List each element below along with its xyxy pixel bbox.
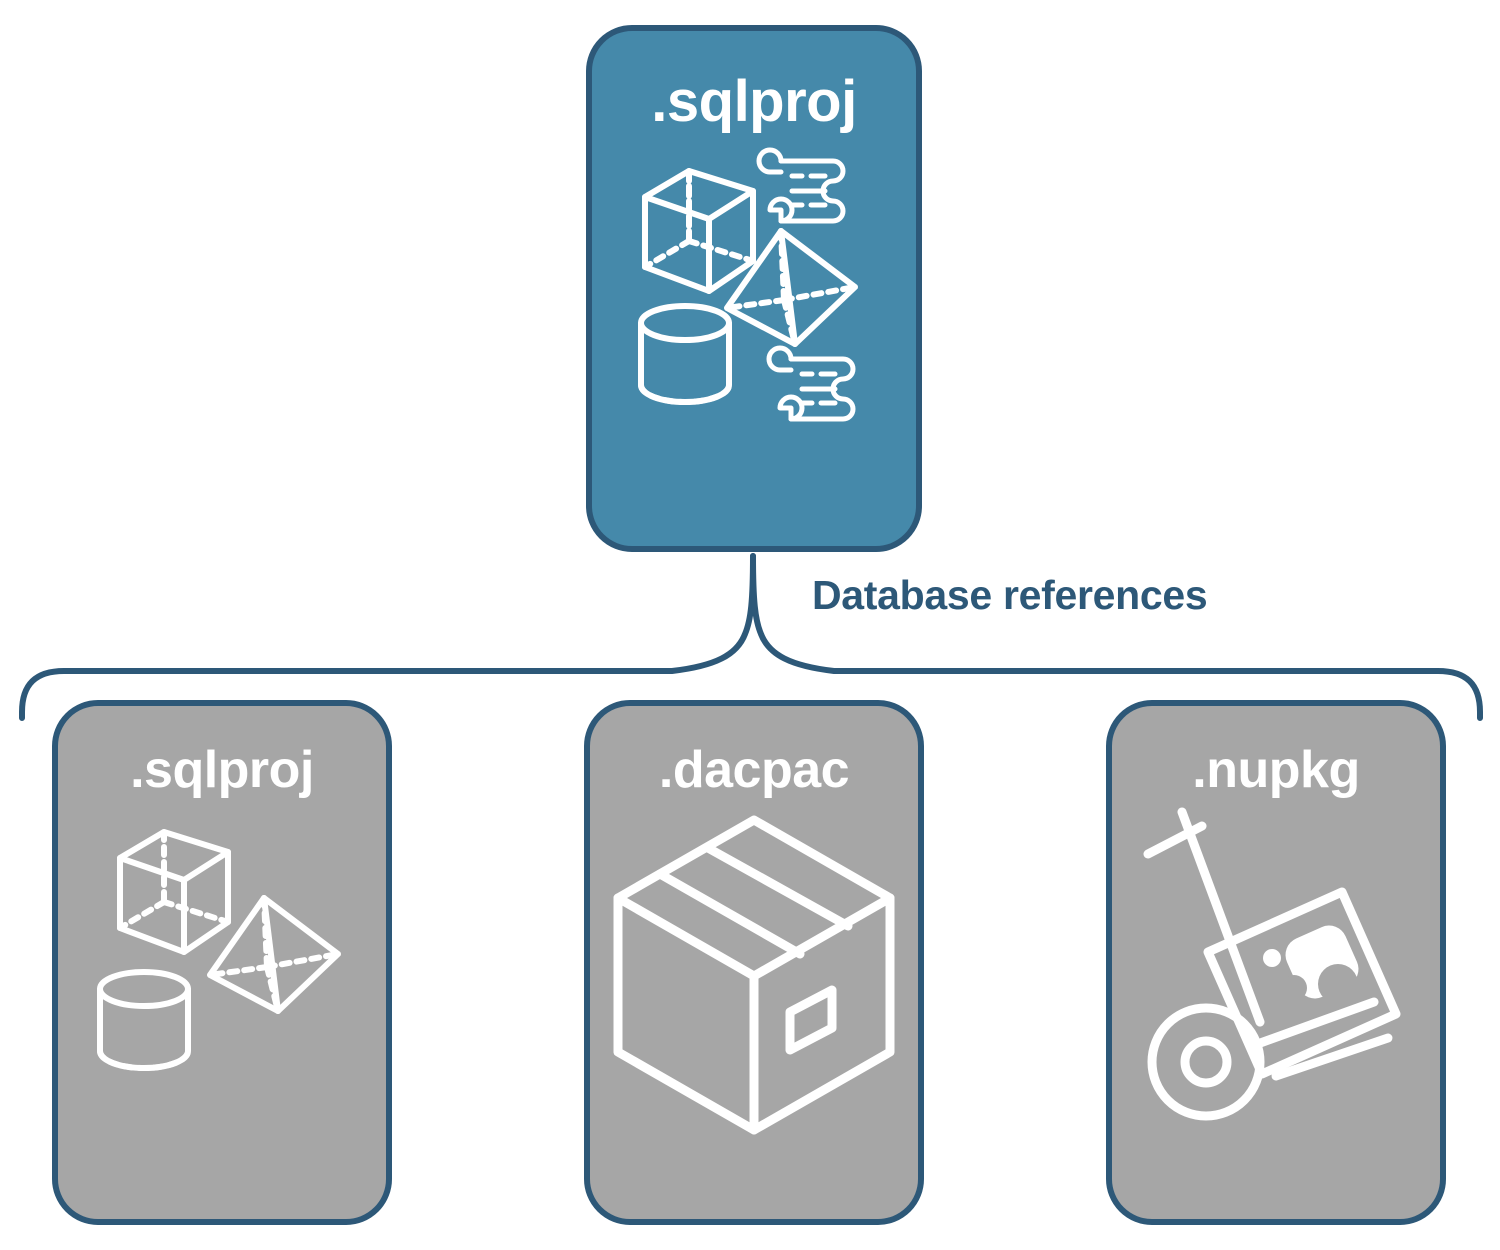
root-node-sqlproj[interactable]: .sqlproj xyxy=(586,25,922,552)
reference-node-title: .sqlproj xyxy=(130,741,314,799)
package-box-icon-wrapper xyxy=(613,815,895,1135)
root-icon-cluster xyxy=(638,147,858,422)
reference-node-title: .dacpac xyxy=(658,741,850,799)
reference-node-icon-group xyxy=(604,806,904,1136)
reference-node-sqlproj[interactable]: .sqlproj xyxy=(52,700,392,1225)
root-node-icon-group xyxy=(629,145,879,435)
sqlproj-icon-cluster xyxy=(97,829,341,1071)
package-box-icon xyxy=(613,815,895,1135)
brace-left-arm xyxy=(19,553,756,721)
reference-node-icon-group xyxy=(72,806,372,1136)
wireframe-pyramid-icon xyxy=(724,228,858,347)
script-scroll-icon xyxy=(756,147,846,224)
reference-node-nupkg[interactable]: .nupkg xyxy=(1106,700,1446,1225)
brace-label: Database references xyxy=(812,572,1208,618)
wireframe-cube-icon xyxy=(642,168,756,294)
wireframe-pyramid-icon xyxy=(207,895,341,1014)
reference-node-icon-group xyxy=(1126,806,1426,1136)
script-scroll-icon xyxy=(766,345,856,422)
hand-truck-package-icon xyxy=(1143,807,1401,1121)
hand-truck-package-icon-wrapper xyxy=(1143,807,1401,1121)
reference-node-dacpac[interactable]: .dacpac xyxy=(584,700,924,1225)
reference-node-title: .nupkg xyxy=(1192,741,1360,799)
wireframe-cylinder-icon xyxy=(638,303,732,405)
root-node-title: .sqlproj xyxy=(651,69,857,134)
wireframe-cube-icon xyxy=(117,829,231,955)
wireframe-cylinder-icon xyxy=(97,969,191,1071)
